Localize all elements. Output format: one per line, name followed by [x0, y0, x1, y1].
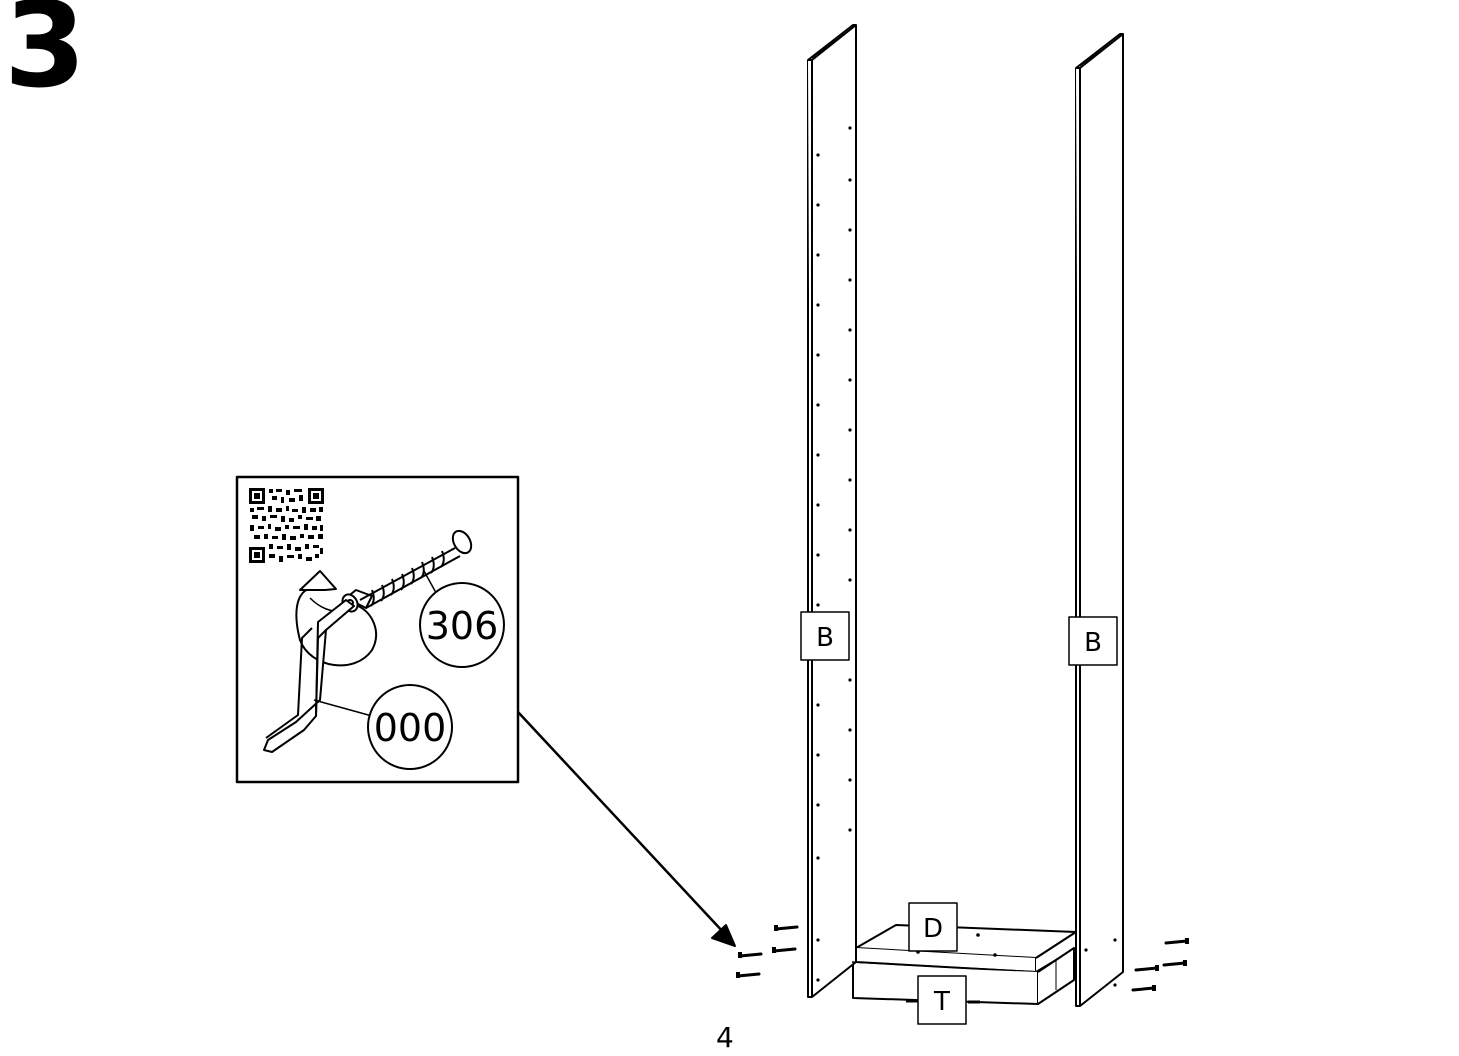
label-right-panel-text: B	[1084, 628, 1102, 658]
page-number: 4	[716, 1021, 734, 1054]
screws-right	[1131, 939, 1189, 992]
detail-callout-box: 306 000	[235, 475, 520, 784]
part-number-000: 000	[374, 706, 447, 750]
left-panel-holes	[816, 126, 852, 982]
part-callout-306: 306	[419, 582, 505, 668]
label-plinth: T	[917, 975, 967, 1025]
detail-pointer-arrow	[517, 711, 736, 947]
label-left-panel: B	[800, 611, 850, 661]
screw-heads-left	[736, 925, 778, 978]
screw-heads-right	[1152, 938, 1189, 991]
label-bottom-panel-text: D	[923, 914, 943, 944]
label-right-panel: B	[1068, 616, 1118, 666]
qr-code-icon	[249, 488, 324, 563]
part-number-306: 306	[426, 604, 499, 648]
hex-key-tool	[263, 599, 355, 753]
label-bottom-panel: D	[908, 902, 958, 952]
side-panel-left	[807, 24, 857, 998]
step-number: 3	[4, 0, 87, 114]
screws-left	[736, 925, 799, 978]
label-left-panel-text: B	[816, 623, 834, 653]
side-panel-right	[1075, 33, 1124, 1007]
plinth-fixing-marks	[906, 999, 980, 1004]
bottom-panel	[851, 924, 1077, 973]
rotate-clockwise-icon	[295, 570, 377, 667]
right-panel-holes	[1084, 938, 1117, 987]
label-plinth-text: T	[933, 987, 950, 1017]
part-callout-000: 000	[367, 684, 453, 770]
